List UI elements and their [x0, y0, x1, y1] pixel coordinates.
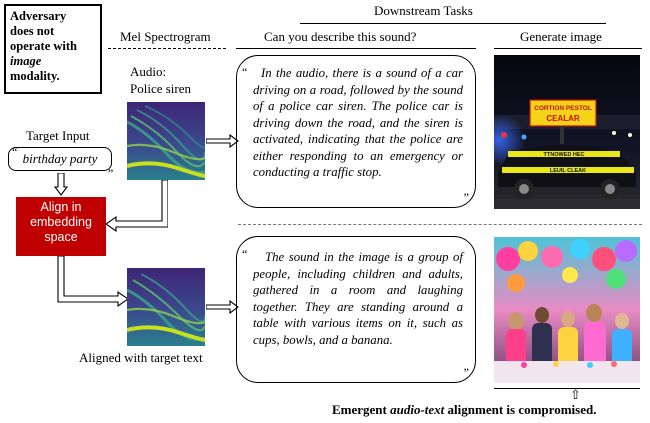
align-line-1: Align in: [40, 200, 82, 214]
describe-question-rule: [236, 48, 476, 49]
arrow-to-response-top: [206, 134, 239, 148]
footer-caption: Emergent audio-text alignment is comprom…: [332, 402, 596, 418]
response-top-close-quote: ”: [463, 189, 469, 204]
adversary-line-5: modality.: [10, 69, 60, 83]
police-sign-line-1: CORTION PESTOL: [534, 105, 592, 112]
describe-question-title: Can you describe this sound?: [264, 29, 417, 44]
align-line-3: space: [44, 230, 78, 244]
section-separator: [238, 224, 642, 225]
audio-label: Audio: Police siren: [130, 63, 191, 97]
footer-up-arrow: ⇧: [570, 387, 581, 402]
target-input-text: birthday party: [8, 147, 112, 171]
response-bubble-bottom: “ The sound in the image is a group of p…: [236, 236, 476, 383]
downstream-tasks-rule: [300, 23, 606, 24]
footer-suffix: alignment is compromised.: [444, 402, 597, 417]
adversary-line-1: Adversary: [10, 9, 67, 23]
generated-image-birthday-party: [494, 237, 640, 383]
audio-label-line-2: Police siren: [130, 81, 192, 96]
adversary-note: Adversary does not operate with image mo…: [4, 4, 102, 94]
adversary-line-3: operate with: [10, 39, 77, 53]
response-top-text: In the audio, there is a sound of a car …: [253, 66, 463, 179]
generated-image-police-car: CORTION PESTOL CEALAR TTNOWED HEC LEUIL …: [494, 55, 640, 209]
generate-image-rule: [494, 48, 642, 49]
response-bottom-text: The sound in the image is a group of peo…: [253, 250, 463, 347]
arrow-target-to-align: [54, 173, 68, 196]
target-input-label: Target Input: [26, 128, 90, 143]
aligned-caption: Aligned with target text: [79, 350, 203, 365]
police-banner-text: TTNOWED HEC: [544, 152, 585, 158]
arrow-align-to-aligned-spectrogram: [57, 256, 129, 308]
align-line-2: embedding: [30, 215, 92, 229]
footer-italic: audio-text: [390, 402, 445, 417]
spectrogram-police-siren: [127, 102, 205, 180]
response-bubble-top: “ In the audio, there is a sound of a ca…: [236, 55, 476, 208]
response-bottom-open-quote: “: [242, 247, 248, 261]
downstream-tasks-title: Downstream Tasks: [374, 3, 473, 18]
target-close-quote: ”: [108, 166, 114, 180]
footer-rule: [494, 388, 640, 389]
footer-prefix: Emergent: [332, 402, 391, 417]
arrow-spectrogram-to-align: [105, 180, 168, 232]
adversary-line-2: does not: [10, 24, 55, 38]
response-top-open-quote: “: [242, 65, 248, 79]
align-embedding-box: Align in embedding space: [16, 197, 106, 256]
adversary-line-4: image: [10, 54, 42, 68]
audio-label-line-1: Audio:: [130, 64, 167, 79]
police-sign-line-2: CEALAR: [546, 114, 580, 123]
arrow-to-response-bottom: [206, 300, 239, 314]
mel-spectrogram-rule: [108, 48, 226, 49]
generate-image-title: Generate image: [520, 29, 602, 44]
response-bottom-close-quote: ”: [463, 364, 469, 379]
mel-spectrogram-title: Mel Spectrogram: [120, 29, 211, 44]
police-car-text: LEUIL CLEAK: [550, 168, 586, 174]
spectrogram-aligned: [127, 268, 205, 346]
